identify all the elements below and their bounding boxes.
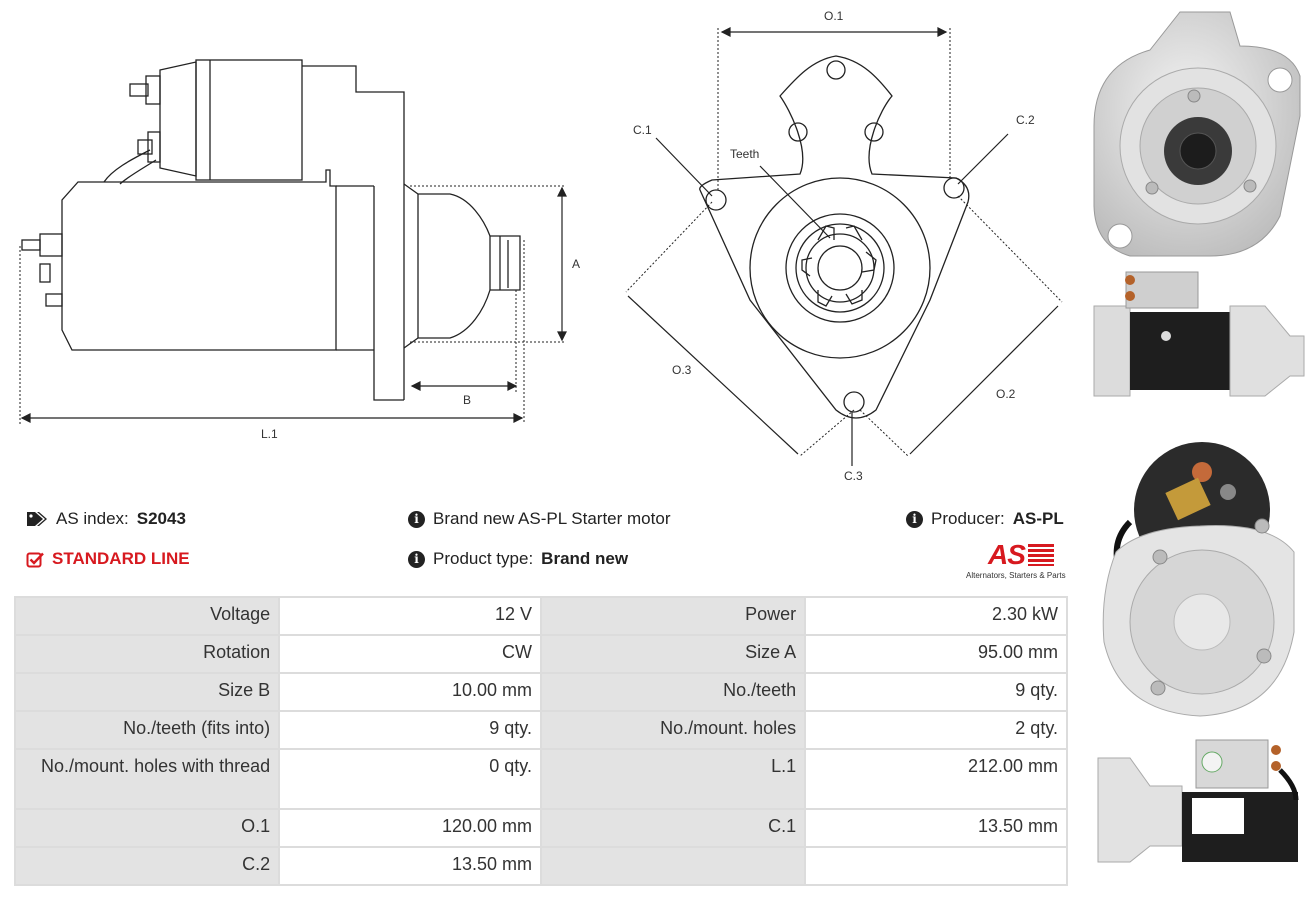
label-l1: L.1 bbox=[261, 427, 278, 441]
side-view-drawing: L.1 A B bbox=[19, 59, 580, 441]
photo-side-top bbox=[1093, 271, 1305, 397]
spec-value: 13.50 mm bbox=[806, 810, 1066, 846]
spec-value: 12 V bbox=[280, 598, 540, 634]
spec-label: Size A bbox=[541, 636, 805, 672]
check-square-icon bbox=[26, 552, 44, 567]
spec-label: Size B bbox=[16, 674, 279, 710]
spec-label bbox=[541, 848, 805, 884]
tags-icon bbox=[27, 512, 47, 526]
spec-value: 120.00 mm bbox=[280, 810, 540, 846]
spec-value: CW bbox=[280, 636, 540, 672]
as-index-label: AS index: bbox=[56, 509, 129, 528]
line-row: STANDARD LINE bbox=[26, 549, 190, 569]
photo-rear bbox=[1102, 442, 1295, 717]
spec-label: O.1 bbox=[16, 810, 279, 846]
label-b: B bbox=[463, 393, 471, 407]
producer-label: Producer: bbox=[931, 509, 1005, 528]
product-type-value: Brand new bbox=[541, 549, 629, 568]
spec-value: 0 qty. bbox=[280, 750, 540, 808]
spec-value: 212.00 mm bbox=[806, 750, 1066, 808]
spec-value: 2 qty. bbox=[806, 712, 1066, 748]
as-logo-tagline: Alternators, Starters & Parts bbox=[966, 571, 1066, 580]
product-type-label: Product type: bbox=[433, 549, 534, 568]
product-type-row: i Product type: Brand new bbox=[408, 549, 628, 569]
spec-value bbox=[806, 848, 1066, 884]
label-c2: C.2 bbox=[1016, 113, 1035, 127]
spec-label: No./teeth bbox=[541, 674, 805, 710]
as-logo: AS Alternators, Starters & Parts bbox=[966, 540, 1070, 582]
label-o1: O.1 bbox=[824, 9, 844, 23]
spec-value: 95.00 mm bbox=[806, 636, 1066, 672]
spec-value: 13.50 mm bbox=[280, 848, 540, 884]
producer-row: i Producer: AS-PL bbox=[906, 509, 1064, 529]
label-c3: C.3 bbox=[844, 469, 863, 483]
photo-front bbox=[1093, 11, 1301, 257]
info-icon: i bbox=[906, 510, 923, 528]
description-row: i Brand new AS-PL Starter motor bbox=[408, 509, 670, 529]
spec-label: Power bbox=[541, 598, 805, 634]
as-index-value: S2043 bbox=[136, 509, 186, 528]
spec-label: No./teeth (fits into) bbox=[16, 712, 279, 748]
standard-line-label: STANDARD LINE bbox=[52, 549, 190, 568]
as-index-row: AS index: S2043 bbox=[26, 509, 186, 529]
spec-value: 10.00 mm bbox=[280, 674, 540, 710]
spec-label: C.2 bbox=[16, 848, 279, 884]
info-icon: i bbox=[408, 550, 425, 568]
photo-side-bottom bbox=[1097, 739, 1299, 863]
label-a: A bbox=[572, 257, 580, 271]
front-view-drawing: O.1 C.1 C.2 Teeth O.3 O.2 C.3 bbox=[625, 9, 1063, 483]
spec-label: C.1 bbox=[541, 810, 805, 846]
producer-value: AS-PL bbox=[1012, 509, 1064, 528]
as-logo-mark: AS bbox=[988, 539, 1026, 570]
spec-value: 9 qty. bbox=[280, 712, 540, 748]
spec-label: Rotation bbox=[16, 636, 279, 672]
label-c1: C.1 bbox=[633, 123, 652, 137]
label-o2: O.2 bbox=[996, 387, 1016, 401]
spec-label: No./mount. holes with thread bbox=[16, 750, 279, 808]
label-teeth: Teeth bbox=[730, 147, 759, 161]
label-o3: O.3 bbox=[672, 363, 692, 377]
spec-label: Voltage bbox=[16, 598, 279, 634]
description-text: Brand new AS-PL Starter motor bbox=[433, 509, 671, 528]
spec-row: No./teeth (fits into)9 qty.No./mount. ho… bbox=[16, 712, 1066, 748]
info-icon: i bbox=[408, 510, 425, 528]
as-logo-stripes bbox=[1028, 544, 1054, 566]
spec-label: L.1 bbox=[541, 750, 805, 808]
spec-label: No./mount. holes bbox=[541, 712, 805, 748]
spec-value: 2.30 kW bbox=[806, 598, 1066, 634]
spec-value: 9 qty. bbox=[806, 674, 1066, 710]
